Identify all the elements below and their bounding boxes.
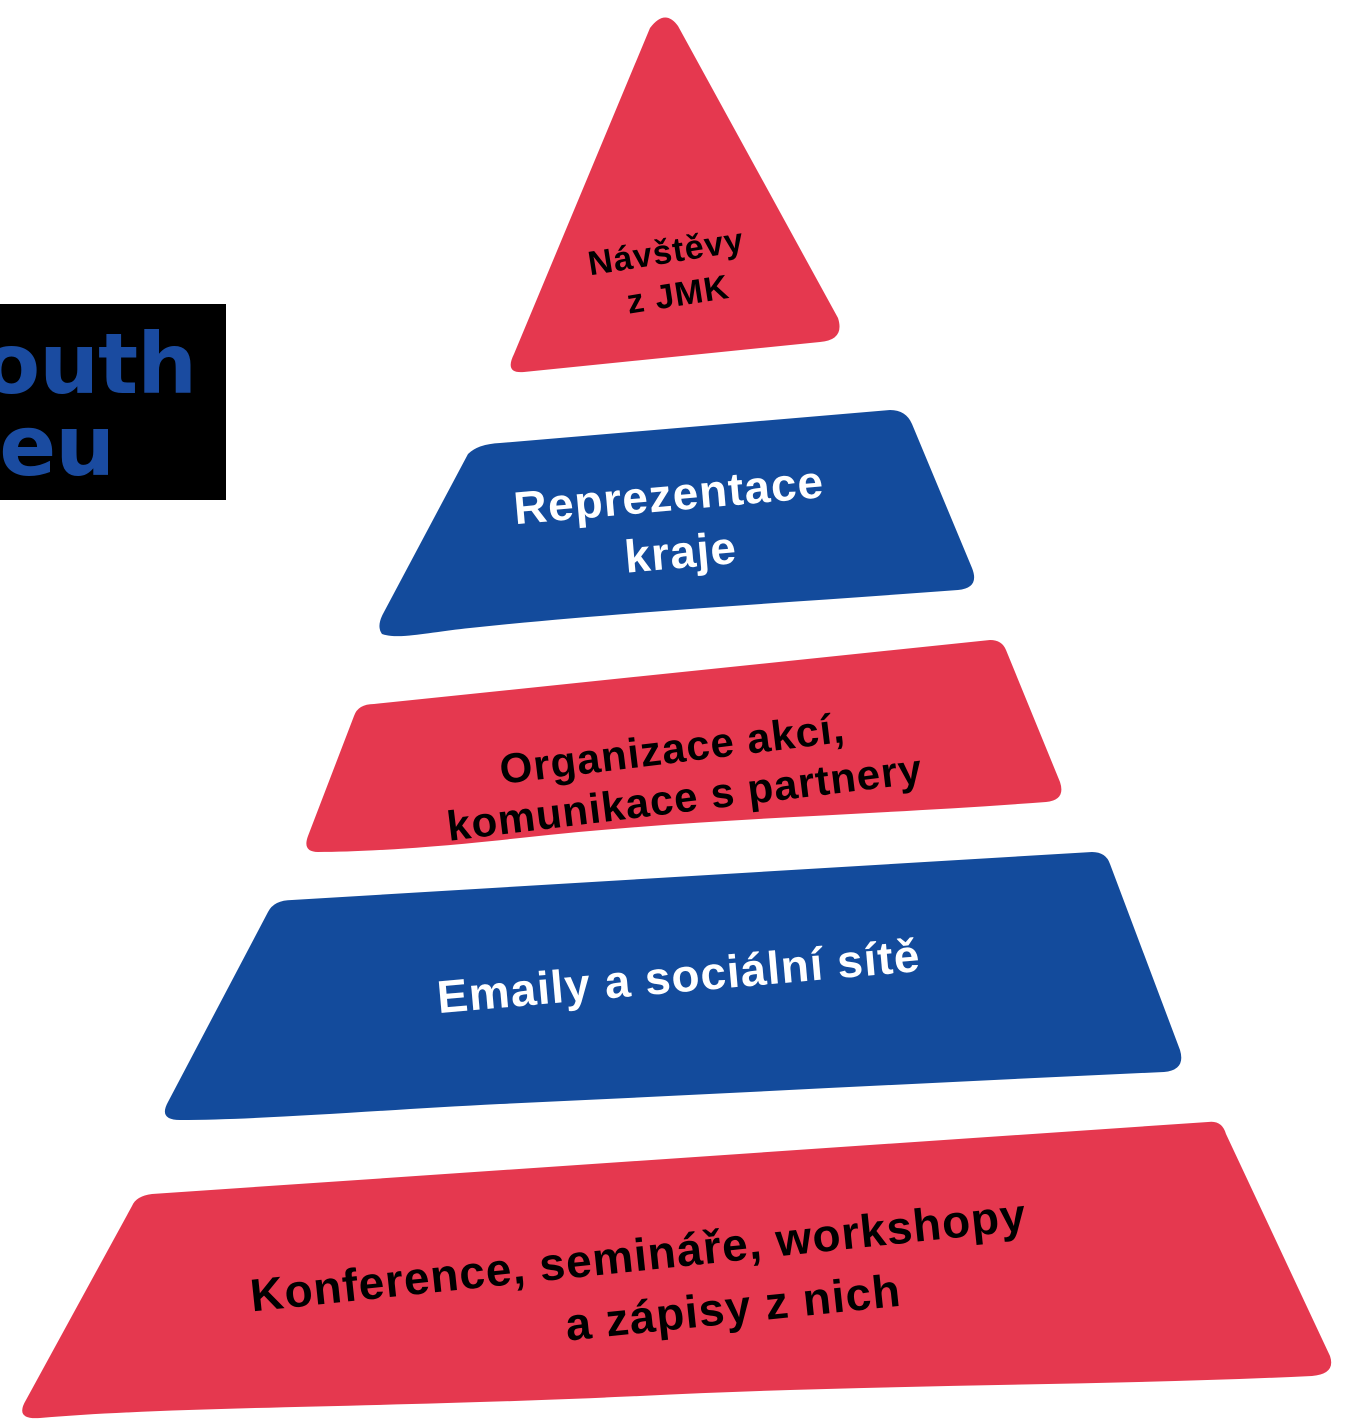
tier-4-shape bbox=[164, 852, 1182, 1120]
logo-text-line-2: eu bbox=[0, 397, 115, 495]
tier-2-shape bbox=[379, 410, 975, 637]
pyramid-tier-1: Návštěvy z JMK bbox=[510, 17, 840, 373]
pyramid-tier-2: Reprezentace kraje bbox=[379, 410, 975, 637]
pyramid-tier-4: Emaily a sociální sítě bbox=[164, 852, 1182, 1120]
pyramid-tier-5: Konference, semináře, workshopy a zápisy… bbox=[22, 1121, 1332, 1419]
tier-2-line-2: kraje bbox=[622, 521, 739, 583]
logo-text-line-1: outh bbox=[0, 315, 197, 413]
tier-1-shape bbox=[510, 17, 840, 373]
tier-5-shape bbox=[22, 1121, 1332, 1419]
tier-3-shape bbox=[306, 640, 1062, 852]
pyramid-tier-3: Organizace akcí, komunikace s partnery bbox=[306, 640, 1062, 852]
logo: outh eu bbox=[0, 304, 226, 500]
